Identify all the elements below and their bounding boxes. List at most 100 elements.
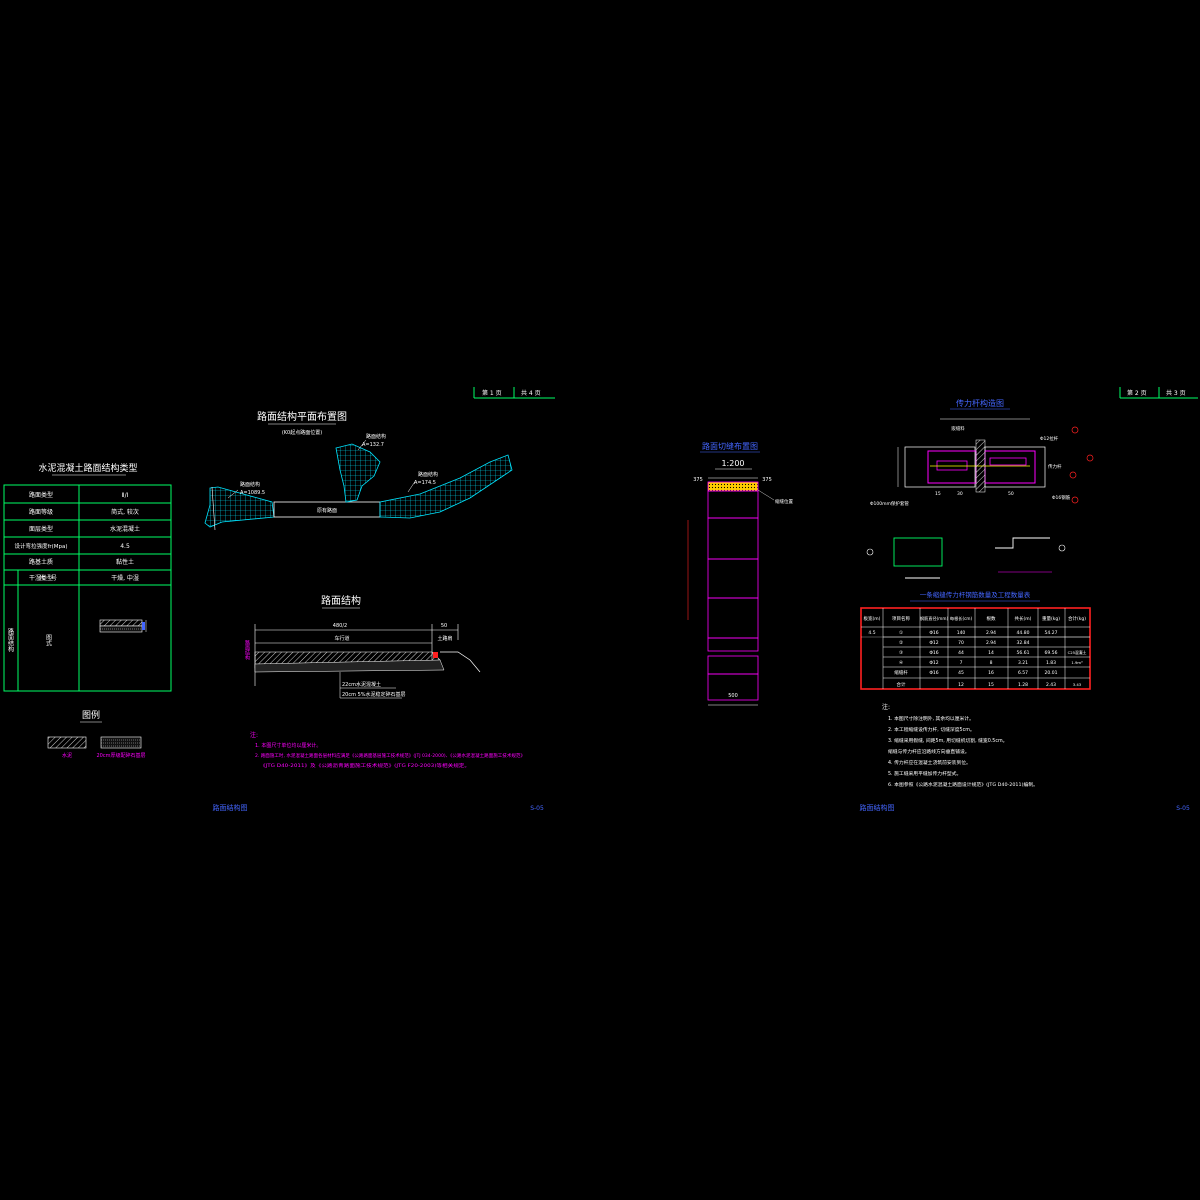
table-cell: 2.43 [1046, 682, 1056, 688]
table-cell: 1.28 [1018, 682, 1028, 688]
table-cell: 15 [988, 682, 994, 688]
footer-code-2: S-05 [1176, 805, 1190, 812]
section-view: 路面结构 480/2 50 车行道 土路肩 22cm水泥混凝土 20cm 5%水… [244, 594, 481, 699]
svg-text:土路肩: 土路肩 [437, 635, 452, 642]
legend-swatch-base [100, 736, 142, 749]
table-cell: Φ12 [929, 640, 938, 646]
sheet-2: 第 2 页 共 3 页 路面切缝布置图 1:200 375 375 缩缝位置 5… [687, 387, 1198, 812]
table-row: 合计 12 15 1.28 2.43 3.43 [897, 681, 1082, 688]
svg-text:5. 施工缝采用平缝加传力杆型式。: 5. 施工缝采用平缝加传力杆型式。 [888, 770, 961, 777]
svg-text:22cm水泥混凝土: 22cm水泥混凝土 [342, 681, 381, 688]
table-cell: 44.80 [1017, 630, 1030, 636]
page-box-2: 第 2 页 共 3 页 [1119, 387, 1198, 399]
table-cell: ③ [899, 650, 903, 656]
plan-center-label: 原有路面 [317, 507, 337, 514]
table-row: 路基土质 黏性土 [29, 558, 134, 566]
svg-text:3. 缩缝采用假缝, 间距5m, 用切缝机切割, 缝宽0.5: 3. 缩缝采用假缝, 间距5m, 用切缝机切割, 缝宽0.5cm。 [888, 737, 1007, 744]
svg-text:路面结构: 路面结构 [244, 639, 250, 661]
table-cell: ① [899, 630, 903, 636]
footer-title-1: 路面结构图 [213, 803, 248, 812]
svg-text:重量(kg): 重量(kg) [1042, 615, 1060, 622]
table-cell: C25混凝土 [1068, 650, 1087, 655]
section-base-layer [254, 659, 445, 673]
legend-title: 图例 [82, 709, 100, 721]
table-cell: 缩缝杆 [894, 669, 908, 676]
svg-text:6. 本图参照《公路水泥混凝土路面设计规范》(JTG D40: 6. 本图参照《公路水泥混凝土路面设计规范》(JTG D40-2011)编制。 [888, 781, 1038, 788]
table-cell: 14 [988, 650, 994, 656]
legend-swatch-concrete [47, 736, 87, 749]
cut-title: 路面切缝布置图 [702, 441, 758, 451]
table-cell: 12 [958, 682, 964, 688]
legend: 图例 水泥 20cm厚级配碎石基层 [47, 709, 146, 759]
notes-2: 注: 1. 本图尺寸除注明外, 其余均以厘米计。 2. 本工程缩缝设传力杆, 切… [882, 703, 1038, 788]
svg-text:路面结构: 路面结构 [418, 471, 438, 478]
plan-area-top [335, 443, 381, 503]
notes-1: 注: 1. 本图尺寸单位均以厘米计。 2. 路面施工时, 水泥混凝土路面各层材料… [250, 731, 525, 769]
svg-text:50: 50 [1008, 491, 1014, 497]
svg-text:缩缝位置: 缩缝位置 [775, 498, 793, 505]
table-cell: 69.56 [1045, 650, 1058, 656]
table-cell: Φ16 [929, 650, 938, 656]
svg-text:水泥混凝土: 水泥混凝土 [110, 525, 140, 533]
table-cell: 20.01 [1045, 670, 1058, 676]
plan-area-left [204, 486, 275, 528]
svg-text:车行道: 车行道 [334, 635, 349, 642]
svg-text:嵌缝料: 嵌缝料 [951, 425, 965, 432]
table-row: 设计弯拉强度fr(Mpa) 4.5 [14, 542, 130, 550]
table-row: 路面等级 简式, 较次 [29, 508, 139, 516]
svg-text:375: 375 [693, 477, 703, 483]
svg-text:2. 路面施工时, 水泥混凝土路面各层材料应满足《公路路面基: 2. 路面施工时, 水泥混凝土路面各层材料应满足《公路路面基层施工技术规范》(J… [255, 752, 525, 759]
svg-text:4. 传力杆应在混凝土浇筑前安装到位。: 4. 传力杆应在混凝土浇筑前安装到位。 [888, 759, 971, 766]
svg-text:《JTG D40-2011》及《公路沥青路面施工技术规范》(: 《JTG D40-2011》及《公路沥青路面施工技术规范》(JTG F20-20… [260, 762, 470, 769]
section-title: 路面结构 [321, 594, 361, 607]
svg-text:根数: 根数 [987, 615, 996, 622]
svg-text:传力杆: 传力杆 [1048, 463, 1062, 470]
page-number: 第 1 页 [482, 389, 502, 397]
svg-text:第 2 页: 第 2 页 [1127, 389, 1147, 397]
cut-bottom-dim: 500 [728, 693, 738, 699]
dowel-title: 传力杆构造图 [956, 398, 1004, 408]
table-cell: 3.43 [1073, 682, 1082, 687]
svg-text:Φ12拉杆: Φ12拉杆 [1040, 435, 1059, 442]
svg-text:简式, 较次: 简式, 较次 [111, 508, 139, 516]
svg-text:Φ16钢筋: Φ16钢筋 [1052, 494, 1071, 501]
svg-text:1. 本图尺寸单位均以厘米计。: 1. 本图尺寸单位均以厘米计。 [255, 742, 321, 749]
svg-text:板宽(m): 板宽(m) [864, 615, 881, 622]
svg-text:375: 375 [762, 477, 772, 483]
svg-text:15: 15 [935, 491, 941, 497]
legend-label: 水泥 [62, 752, 72, 759]
structure-type-table: 水泥混凝土路面结构类型 路面类型 Ⅱ/Ⅰ 路面等级 简式, 较次 面层类型 水泥 [3, 462, 172, 692]
table-cell: Φ12 [929, 660, 938, 666]
svg-text:Ⅱ/Ⅰ: Ⅱ/Ⅰ [122, 492, 129, 499]
cut-scale: 1:200 [721, 459, 744, 468]
svg-text:路面结构: 路面结构 [240, 481, 260, 488]
table-cell: 4.5 [868, 630, 875, 636]
table-cell: 6.57 [1018, 670, 1028, 676]
svg-text:合计(kg): 合计(kg) [1068, 615, 1086, 622]
table-cell: 合计 [897, 681, 906, 688]
table-title: 水泥混凝土路面结构类型 [38, 462, 137, 474]
table-cell: 70 [958, 640, 964, 646]
plan-area-right [379, 454, 513, 519]
table-cell: 56.61 [1017, 650, 1030, 656]
svg-text:20cm 5%水泥稳定碎石基层: 20cm 5%水泥稳定碎石基层 [342, 691, 406, 698]
svg-text:2. 本工程缩缝设传力杆, 切缝深度5cm。: 2. 本工程缩缝设传力杆, 切缝深度5cm。 [888, 726, 975, 733]
table-cell: 45 [958, 670, 964, 676]
table-cell: Φ16 [929, 630, 938, 636]
sheet-1: 第 1 页 共 4 页 水泥混凝土路面结构类型 路面类型 Ⅱ/Ⅰ 路面等级 简式… [3, 387, 555, 812]
svg-text:1. 本图尺寸除注明外, 其余均以厘米计。: 1. 本图尺寸除注明外, 其余均以厘米计。 [888, 715, 974, 722]
svg-text:干燥, 中湿: 干燥, 中湿 [111, 574, 139, 582]
code-header-label: 代 号 [39, 574, 57, 582]
svg-text:30: 30 [957, 491, 963, 497]
svg-text:钢筋直径(mm): 钢筋直径(mm) [920, 615, 949, 622]
quantity-table-header: 板宽(m) 项目名称 钢筋直径(mm) 每根长(cm) 根数 共长(m) 重量(… [864, 615, 1087, 622]
legend-label: 20cm厚级配碎石基层 [97, 752, 146, 759]
table-cell: 44 [958, 650, 964, 656]
table-row: 干湿类型 干燥, 中湿 [29, 574, 139, 582]
struct-col-label: 图式 [45, 634, 52, 646]
table-cell: Φ16 [929, 670, 938, 676]
svg-text:共长(m): 共长(m) [1015, 615, 1032, 622]
svg-text:路基土质: 路基土质 [29, 558, 53, 566]
